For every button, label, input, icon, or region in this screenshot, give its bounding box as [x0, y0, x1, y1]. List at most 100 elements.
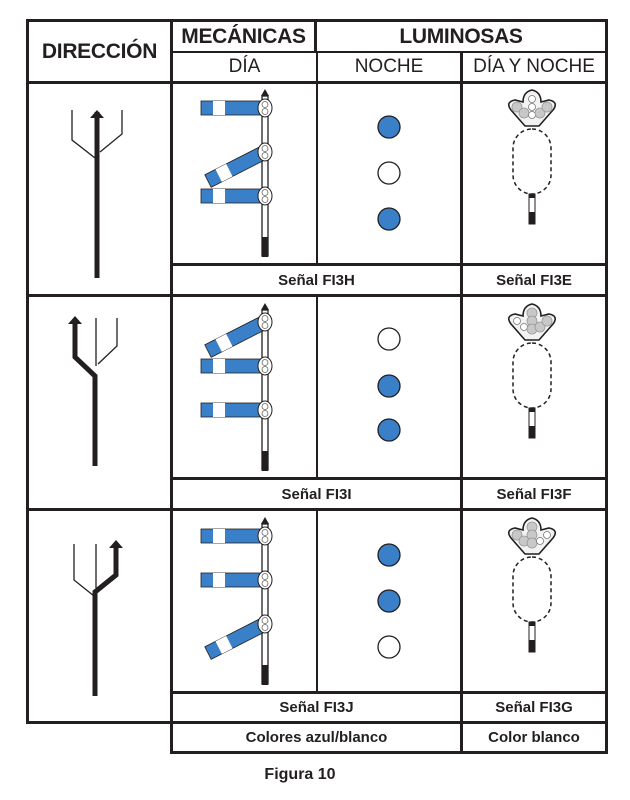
col-divider-1b: [314, 19, 317, 53]
light-blue: [377, 374, 401, 398]
row1-mechanical-label: Señal FI3H: [278, 271, 355, 289]
lamp-unlit: [520, 323, 528, 331]
arm-lamp-housing: [257, 312, 273, 332]
semaphore-mast: [261, 309, 269, 471]
footer-mechanical-colors: Colores azul/blanco: [245, 729, 388, 746]
header-luminosas: LUMINOSAS: [399, 24, 523, 48]
row2-img-bottom: [170, 477, 608, 480]
post-band: [529, 194, 535, 198]
semaphore-arm: [200, 528, 262, 544]
arm-white-band: [215, 333, 233, 352]
direction-diagram: [73, 540, 123, 696]
lamp-unlit: [543, 531, 551, 539]
night-lights: [377, 327, 401, 442]
lamp-unlit: [513, 317, 521, 325]
semaphore-mast: [261, 95, 269, 257]
mast-tip-icon: [261, 517, 269, 524]
light-white: [377, 635, 401, 659]
header-bottom-rule: [26, 81, 608, 84]
arm-white-band: [213, 101, 225, 115]
light-blue: [377, 207, 401, 231]
lamp-lit: [541, 101, 553, 113]
semaphore-arm: [200, 100, 262, 116]
arm-blue-section: [200, 100, 262, 116]
semaphore-arm: [204, 317, 266, 358]
table-border-top: [26, 19, 608, 22]
row1-luminous-label: Señal FI3E: [496, 271, 572, 289]
arm-white-band: [215, 635, 233, 654]
lamp-unlit: [528, 103, 536, 111]
arm-white-band: [213, 529, 225, 543]
mast-outline: [512, 342, 552, 409]
lamp-lens: [261, 359, 269, 366]
lamp-lens: [261, 529, 269, 536]
track-branch-right: [99, 110, 123, 153]
track-main: [72, 322, 98, 466]
semaphore-arm: [200, 402, 262, 418]
track-branch-right: [97, 318, 118, 365]
row3-img-bottom: [170, 691, 608, 694]
light-blue: [377, 418, 401, 442]
arrow-up-icon: [90, 110, 104, 118]
header-dia: DÍA: [228, 56, 261, 77]
lamp-lens: [261, 145, 269, 152]
arm-white-band: [215, 163, 233, 182]
post-base: [529, 640, 535, 652]
semaphore-mast: [261, 523, 269, 685]
lamp-lens: [261, 580, 269, 587]
arm-lamp-housing: [257, 98, 273, 118]
mast-tip-icon: [261, 303, 269, 310]
row2-mechanical-label: Señal FI3I: [281, 485, 352, 503]
arm-lamp-housing: [257, 400, 273, 420]
lamp-lens: [261, 536, 269, 543]
col-divider-2: [316, 52, 318, 263]
mechanical-semaphore: [200, 89, 273, 257]
row3-luminous-label: Señal FI3G: [495, 699, 573, 716]
lamp-lens: [261, 403, 269, 410]
arm-blue-section: [200, 188, 262, 204]
arm-blue-section: [200, 402, 262, 418]
arm-white-band: [213, 359, 225, 373]
semaphore-arm: [204, 147, 266, 188]
lamp-lens: [261, 617, 269, 624]
arm-blue-section: [204, 619, 266, 660]
arm-blue-section: [200, 358, 262, 374]
lamp-lens: [261, 108, 269, 115]
figure-caption: Figura 10: [264, 766, 336, 783]
mast-base: [262, 237, 268, 257]
luminous-signal: [507, 303, 557, 439]
arm-blue-section: [204, 317, 266, 358]
semaphore-arm: [200, 188, 262, 204]
arrow-up-icon: [109, 540, 123, 548]
lamp-lit: [511, 101, 523, 113]
mast-base: [262, 451, 268, 471]
light-blue: [377, 589, 401, 613]
semaphore-arm: [200, 572, 262, 588]
luminous-signal: [507, 517, 557, 653]
track-main: [92, 546, 119, 696]
header-dia-y-noche: DÍA Y NOCHE: [473, 56, 595, 77]
lamp-lit: [518, 107, 530, 119]
arm-white-band: [213, 189, 225, 203]
post-band: [529, 622, 535, 626]
semaphore-arm: [200, 358, 262, 374]
semaphore-arm: [204, 619, 266, 660]
footer-bottom: [170, 751, 608, 754]
arm-lamp-housing: [257, 526, 273, 546]
header-mid-rule: [170, 51, 608, 53]
row3-mechanical-label: Señal FI3J: [279, 699, 354, 716]
mechanical-semaphore: [200, 303, 273, 471]
lamp-lens: [261, 366, 269, 373]
header-noche: NOCHE: [354, 56, 424, 77]
arm-lamp-housing: [257, 614, 273, 634]
row1-img-bottom: [170, 263, 608, 266]
footer-luminous-colors: Color blanco: [488, 729, 580, 746]
lamp-unlit: [528, 95, 536, 103]
header-direccion: DIRECCIÓN: [41, 39, 158, 63]
lamp-lens: [261, 624, 269, 631]
lamp-lens: [261, 322, 269, 329]
lamp-unlit: [528, 111, 536, 119]
col-divider-1: [170, 19, 173, 754]
arm-white-band: [213, 573, 225, 587]
mechanical-semaphore: [200, 517, 273, 685]
